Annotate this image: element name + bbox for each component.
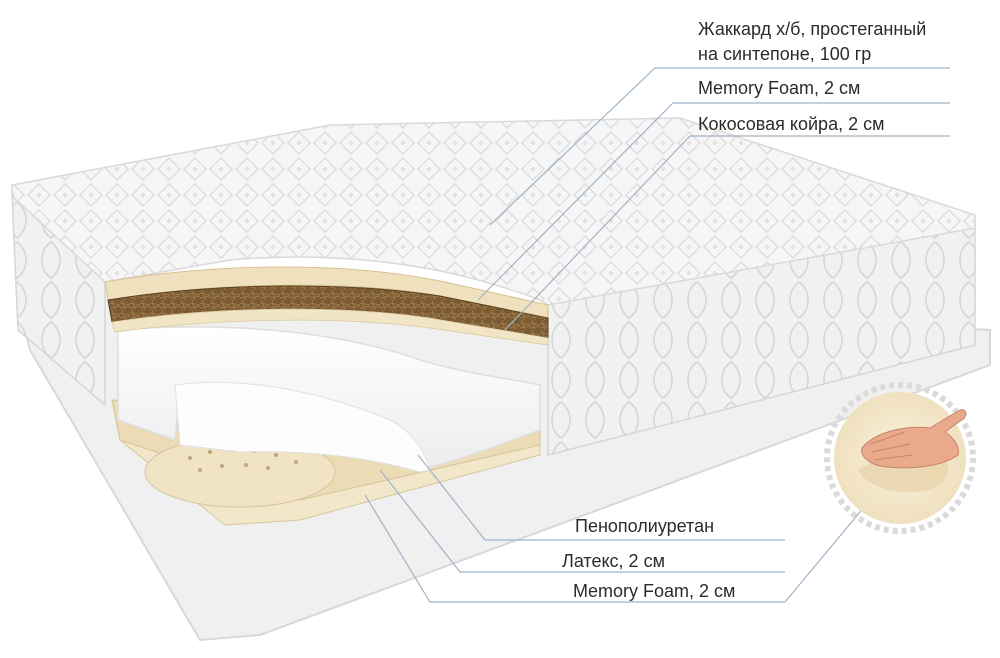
label-jacquard: Жаккард х/б, простеганный на синтепоне, …: [698, 17, 926, 67]
label-polyurethane: Пенополиуретан: [575, 516, 715, 536]
label-memory-foam-top: Memory Foam, 2 см: [698, 78, 861, 98]
leader-latex: [379, 469, 785, 573]
leader-memory-foam-bottom: [364, 494, 785, 603]
leader-memory-foam-top: [477, 102, 950, 301]
layer-memory-foam-under-coir: [111, 308, 549, 346]
memory-foam-detail-circle: [824, 382, 976, 534]
label-latex: Латекс, 2 см: [562, 551, 665, 571]
label-coconut-coir: Кокосовая койра, 2 см: [698, 114, 885, 134]
leader-lines: [364, 67, 950, 603]
label-jacquard-line2: на синтепоне, 100 гр: [698, 44, 872, 64]
leader-circle: [784, 499, 871, 603]
leader-coconut: [504, 135, 950, 331]
hand-icon: [861, 409, 967, 469]
polyurethane-curve-face: [174, 381, 431, 473]
mattress-top-surface: [11, 117, 976, 306]
leader-polyurethane: [417, 454, 785, 541]
label-memory-foam-bottom: Memory Foam, 2 см: [573, 581, 736, 601]
leader-jacquard: [489, 67, 950, 226]
label-jacquard-line1: Жаккард х/б, простеганный: [698, 19, 927, 39]
